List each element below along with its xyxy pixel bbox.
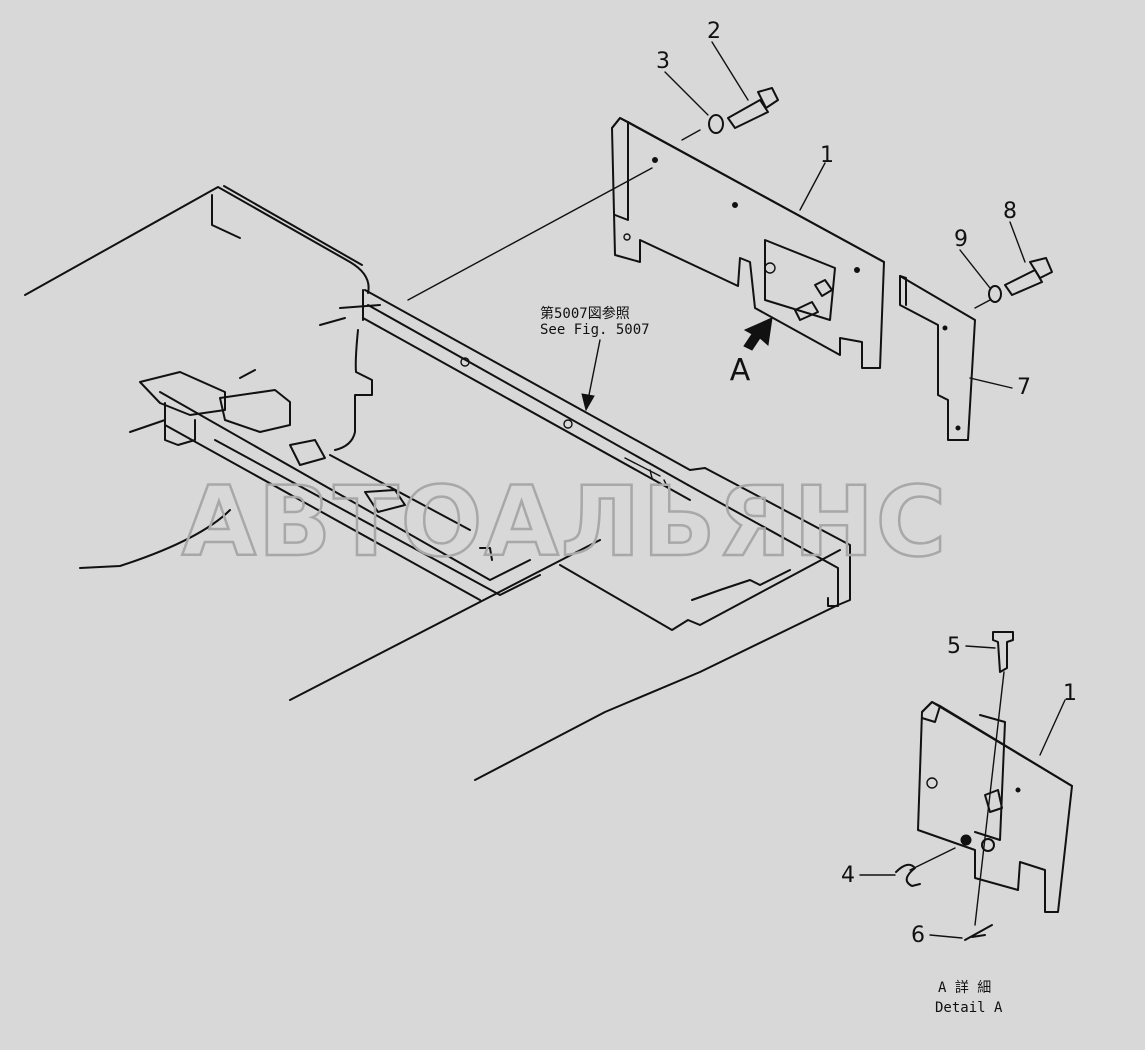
- reference-note-jp: 第5007図参照: [540, 305, 630, 322]
- reference-arrow: [581, 339, 601, 412]
- detail-a-view: [895, 631, 1073, 941]
- view-a-arrow: [743, 317, 773, 351]
- callout-1: 1: [820, 143, 834, 168]
- callout-4: 4: [841, 863, 855, 888]
- washer-9: [988, 285, 1002, 303]
- part-1-cover-plate: [407, 117, 885, 369]
- washer-3: [708, 114, 724, 134]
- callout-9: 9: [954, 227, 968, 252]
- callout-2: 2: [707, 19, 721, 44]
- callout-view-a: A: [730, 353, 751, 388]
- detail-caption-jp: A 詳 細: [938, 980, 991, 996]
- reference-note-en: See Fig. 5007: [540, 322, 650, 338]
- detail-caption-en: Detail A: [935, 1000, 1003, 1016]
- bolt-8: [974, 257, 1053, 309]
- callout-3: 3: [656, 49, 670, 74]
- bolt-2: [681, 87, 779, 141]
- callout-leaders: [664, 41, 1066, 939]
- callout-6: 6: [911, 923, 925, 948]
- callout-5: 5: [947, 634, 961, 659]
- main-frame: [24, 185, 851, 781]
- part-7-plate: [899, 275, 976, 441]
- callout-1-detail: 1: [1063, 681, 1077, 706]
- callout-8: 8: [1003, 199, 1017, 224]
- watermark: АВТОАЛЬЯНС: [182, 466, 948, 578]
- callout-7: 7: [1017, 375, 1031, 400]
